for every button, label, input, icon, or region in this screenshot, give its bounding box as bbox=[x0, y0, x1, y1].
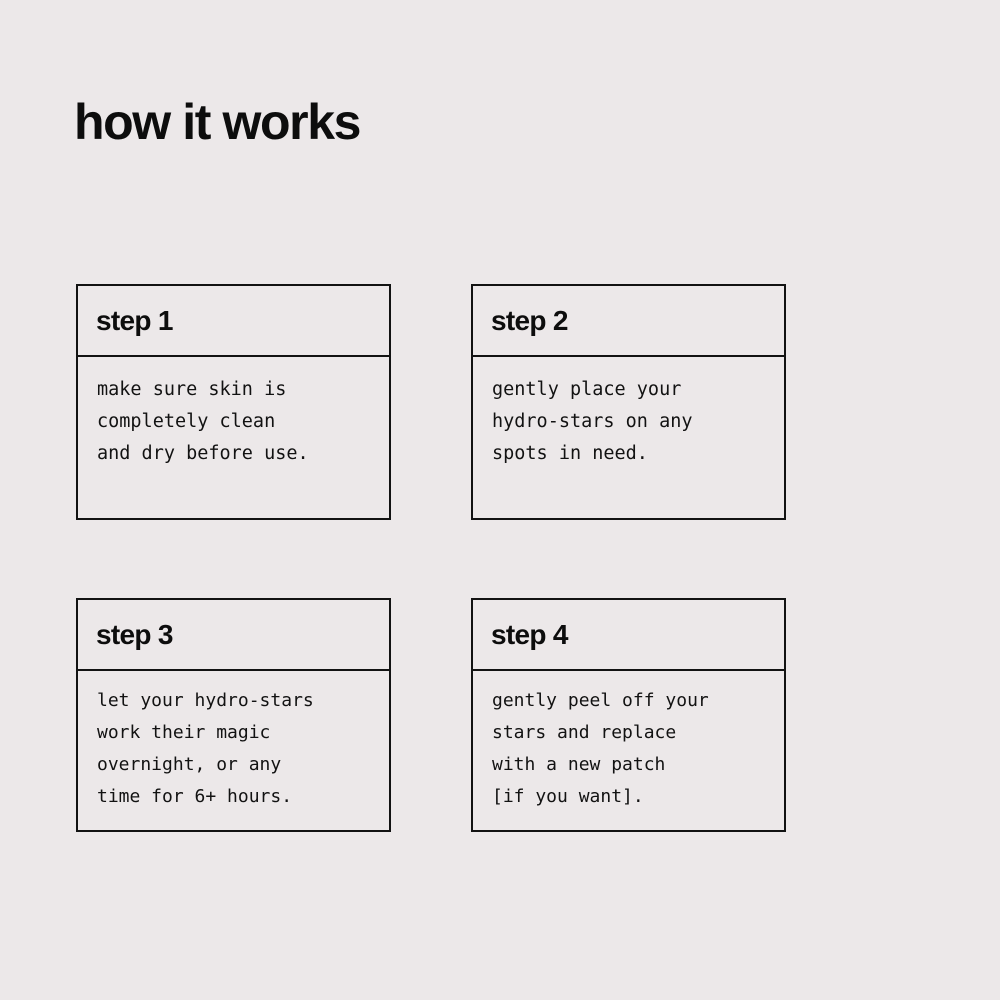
step-card-3-text: let your hydro-stars work their magic ov… bbox=[97, 690, 314, 807]
step-card-3-header: step 3 bbox=[78, 600, 389, 671]
step-card-4-text: gently peel off your stars and replace w… bbox=[492, 690, 709, 807]
step-card-1-header: step 1 bbox=[78, 286, 389, 357]
step-card-4: step 4 gently peel off your stars and re… bbox=[471, 598, 786, 832]
step-card-4-title: step 4 bbox=[491, 618, 568, 650]
step-card-4-header: step 4 bbox=[473, 600, 784, 671]
step-card-2-header: step 2 bbox=[473, 286, 784, 357]
step-card-3-body: let your hydro-stars work their magic ov… bbox=[78, 671, 389, 830]
step-card-2-body: gently place your hydro-stars on any spo… bbox=[473, 357, 784, 518]
step-card-2-title: step 2 bbox=[491, 304, 568, 336]
steps-grid: step 1 make sure skin is completely clea… bbox=[76, 284, 786, 832]
step-card-1-text: make sure skin is completely clean and d… bbox=[97, 379, 309, 464]
step-card-1: step 1 make sure skin is completely clea… bbox=[76, 284, 391, 520]
step-card-1-body: make sure skin is completely clean and d… bbox=[78, 357, 389, 518]
page-title: how it works bbox=[74, 94, 361, 150]
step-card-2: step 2 gently place your hydro-stars on … bbox=[471, 284, 786, 520]
step-card-4-body: gently peel off your stars and replace w… bbox=[473, 671, 784, 830]
step-card-1-title: step 1 bbox=[96, 304, 173, 336]
step-card-2-text: gently place your hydro-stars on any spo… bbox=[492, 379, 693, 464]
step-card-3: step 3 let your hydro-stars work their m… bbox=[76, 598, 391, 832]
step-card-3-title: step 3 bbox=[96, 618, 173, 650]
